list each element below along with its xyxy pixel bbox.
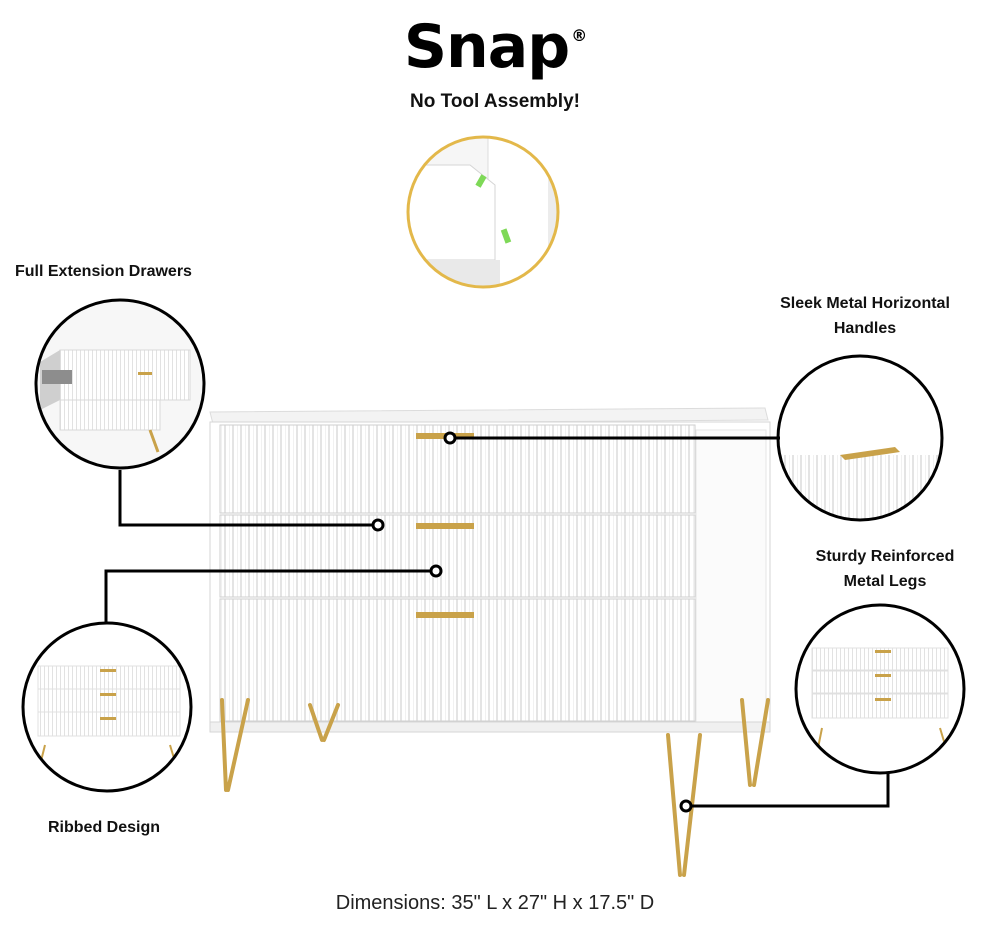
dimensions-text: Dimensions: 35" L x 27" H x 17.5" D bbox=[335, 892, 655, 914]
feature-drawers-label: Full Extension Drawers bbox=[15, 263, 192, 280]
ribbed-detail-icon bbox=[21, 621, 193, 793]
tagline: No Tool Assembly! bbox=[410, 91, 580, 112]
callout-points bbox=[371, 431, 693, 813]
feature-legs-line1: Sturdy Reinforced bbox=[815, 548, 955, 565]
handle-detail-icon bbox=[776, 354, 944, 522]
trademark-symbol: ® bbox=[571, 26, 587, 45]
feature-legs-line2: Metal Legs bbox=[843, 573, 927, 590]
drawer-detail-icon bbox=[34, 298, 206, 470]
brand-name: Snap bbox=[403, 12, 570, 82]
feature-legs-label: Sturdy Reinforced Metal Legs bbox=[775, 544, 990, 594]
brand-logo: Snap® bbox=[0, 12, 990, 82]
handle-middle bbox=[416, 523, 474, 529]
snap-assembly-detail-icon bbox=[406, 135, 560, 289]
feature-handles-label: Sleek Metal Horizontal Handles bbox=[740, 291, 990, 341]
legs-detail-icon bbox=[794, 603, 966, 775]
callout-lines bbox=[104, 436, 890, 808]
drawer-top bbox=[219, 424, 696, 514]
handle-bottom bbox=[416, 612, 474, 618]
drawer-bottom bbox=[219, 598, 696, 722]
feature-ribbed-label: Ribbed Design bbox=[48, 819, 161, 836]
feature-handles-line2: Handles bbox=[833, 320, 897, 337]
feature-handles-line1: Sleek Metal Horizontal bbox=[780, 295, 950, 312]
dresser-illustration bbox=[209, 407, 771, 877]
